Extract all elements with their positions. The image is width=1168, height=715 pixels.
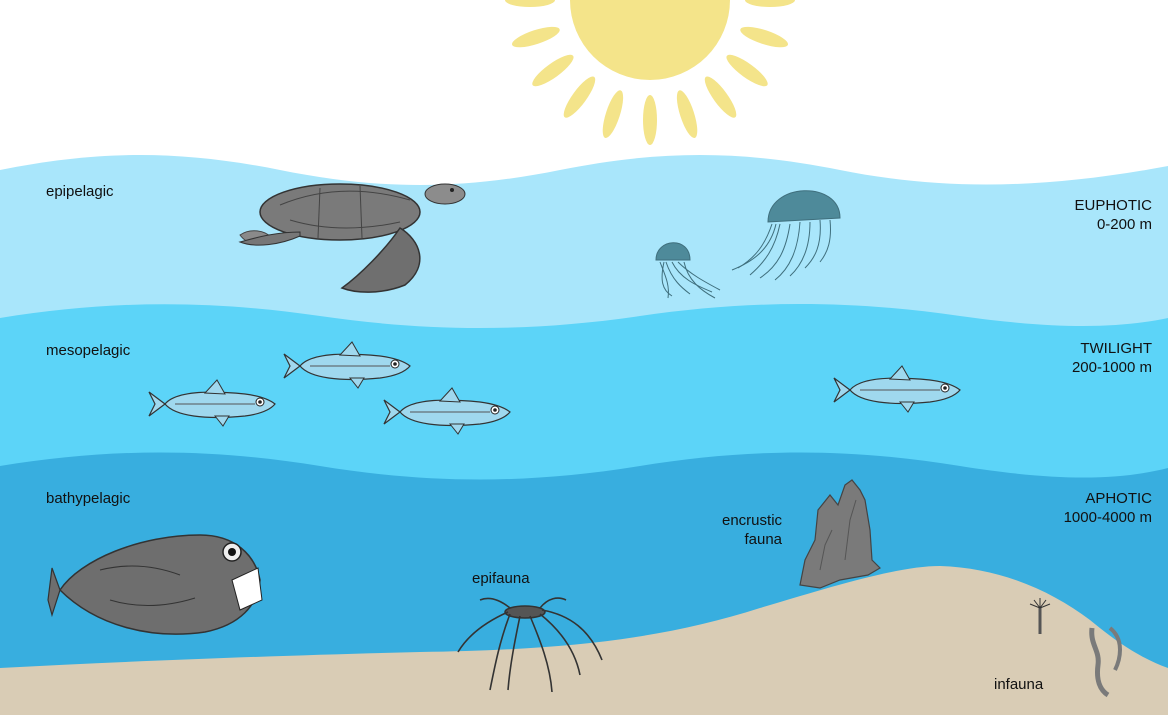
label-infauna: infauna — [994, 675, 1043, 694]
layer-label-mesopelagic: mesopelagic — [46, 341, 130, 360]
label-epifauna: epifauna — [472, 569, 530, 588]
zone-depth: 200-1000 m — [1072, 358, 1152, 377]
label-encrustic: encrustic fauna — [722, 511, 782, 549]
zone-depth: 1000-4000 m — [1064, 508, 1152, 527]
label-encrustic-line1: encrustic — [722, 511, 782, 530]
zone-twilight: TWILIGHT 200-1000 m — [1072, 339, 1152, 377]
zone-euphotic: EUPHOTIC 0-200 m — [1074, 196, 1152, 234]
label-encrustic-line2: fauna — [722, 530, 782, 549]
zone-name: EUPHOTIC — [1074, 196, 1152, 215]
zone-name: APHOTIC — [1064, 489, 1152, 508]
layer-label-bathypelagic: bathypelagic — [46, 489, 130, 508]
zone-aphotic: APHOTIC 1000-4000 m — [1064, 489, 1152, 527]
layer-label-epipelagic: epipelagic — [46, 182, 114, 201]
zone-name: TWILIGHT — [1072, 339, 1152, 358]
zone-depth: 0-200 m — [1074, 215, 1152, 234]
